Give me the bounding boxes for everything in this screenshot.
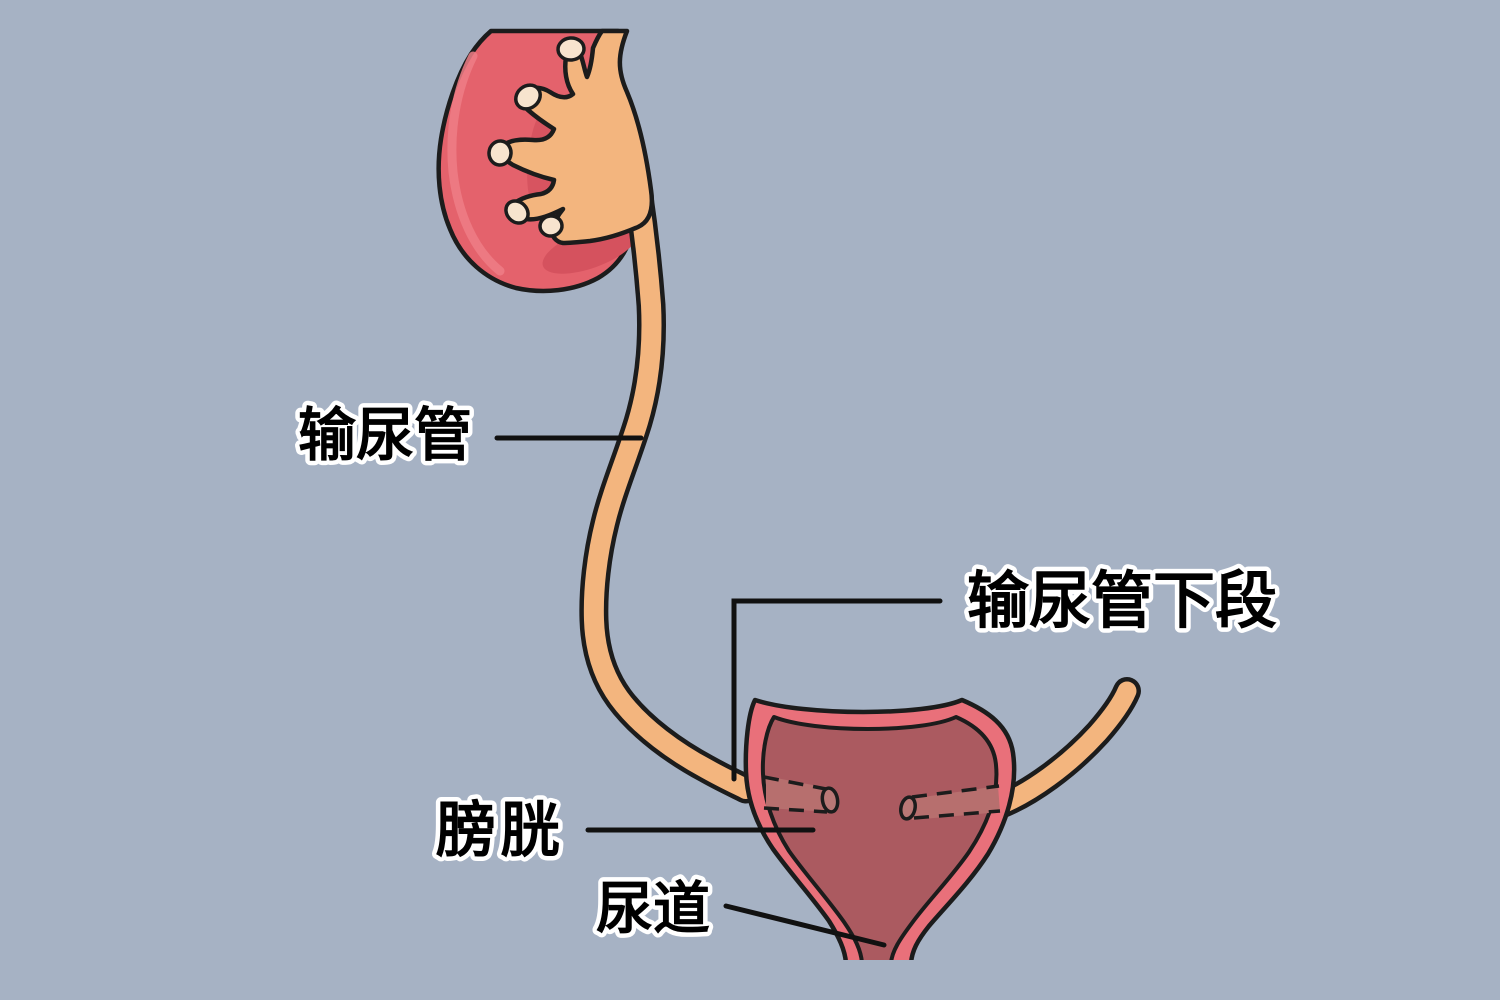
ghost-dash-right-bottom — [913, 809, 1001, 820]
ghost-orifice-right — [899, 795, 917, 821]
bladder — [743, 697, 1017, 1000]
papilla-3 — [487, 139, 513, 167]
papilla-2 — [514, 83, 542, 111]
label-ureter-lower-segment: 输尿管下段 — [967, 564, 1277, 637]
ghost-dash-left-bottom — [763, 806, 828, 814]
label-urethra: 尿道 — [596, 876, 710, 942]
ureter-right-fill — [990, 681, 1137, 815]
label-ureter: 输尿管 — [298, 401, 472, 469]
ureter-left-fill — [583, 180, 756, 799]
papilla-1 — [556, 36, 586, 62]
ghost-band-left — [766, 776, 831, 812]
ureter-left — [579, 175, 761, 804]
leader-line-urethra — [723, 903, 887, 948]
leader-lines — [494, 435, 943, 948]
papilla-4 — [504, 199, 530, 225]
labels: 输尿管 输尿管下段 膀胱 尿道 — [293, 397, 1281, 947]
ureteral-opening-left — [763, 775, 840, 814]
label-bladder: 膀胱 — [435, 796, 564, 866]
renal-papillae — [487, 36, 586, 238]
papilla-5 — [538, 214, 564, 238]
urethra-crop-mask — [790, 960, 970, 1000]
ghost-dash-left-top — [763, 775, 827, 791]
ureteral-opening-right — [899, 784, 1001, 821]
ureter-right-stub — [986, 677, 1141, 819]
bladder-interior — [760, 715, 999, 965]
leader-line-ureter-lower-segment — [731, 598, 943, 782]
kidney-rim-highlight — [447, 51, 505, 276]
ghost-dash-right-top — [911, 784, 1000, 799]
ghost-orifice-left — [820, 786, 840, 814]
